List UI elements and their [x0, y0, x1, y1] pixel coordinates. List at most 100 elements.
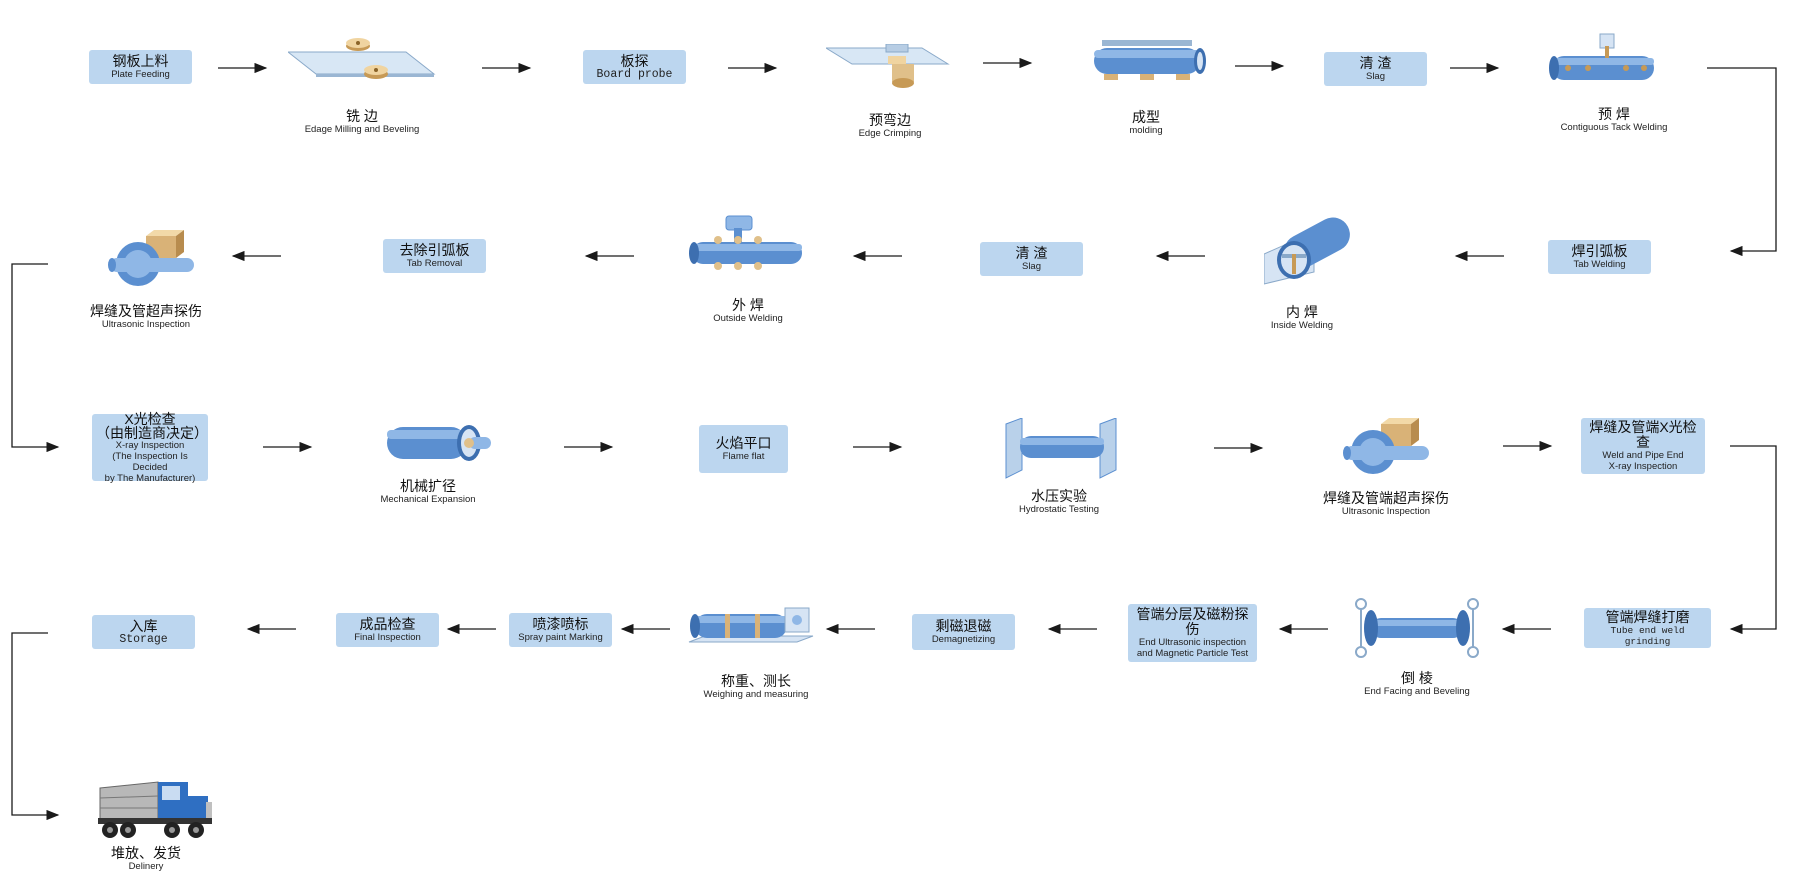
- step-ultrasonic-2: 焊缝及管端超声探伤 Ultrasonic Inspection: [1286, 490, 1486, 517]
- step-final-inspection: 成品检查 Final Inspection: [336, 613, 439, 647]
- step-zh: 称重、测长: [721, 673, 791, 689]
- step-zh: 入库: [129, 618, 158, 634]
- step-slag-1: 清 渣 Slag: [1324, 52, 1427, 86]
- step-demagnetizing: 剩磁退磁 Demagnetizing: [912, 614, 1015, 650]
- step-en: Mechanical Expansion: [380, 494, 476, 505]
- step-xray-1: X光检查 （由制造商决定） X-ray Inspection (The Insp…: [92, 410, 208, 484]
- step-storage: 入库 Storage: [92, 615, 195, 649]
- step-en: X-ray Inspection: [115, 439, 185, 451]
- step-en: by The Manufacturer): [104, 472, 196, 484]
- mech-expansion-illustration: [387, 425, 491, 461]
- ultrasonic-1-illustration: [108, 230, 194, 286]
- step-end-ultrasonic: 管端分层及磁粉探伤 End Ultrasonic inspection and …: [1128, 604, 1257, 662]
- step-delivery: 堆放、发货 Delinery: [46, 845, 246, 872]
- step-hydrostatic: 水压实验 Hydrostatic Testing: [959, 488, 1159, 515]
- step-tab-removal: 去除引弧板 Tab Removal: [383, 239, 486, 273]
- step-tack-welding: 预 焊 Contiguous Tack Welding: [1514, 106, 1714, 133]
- step-zh: 剩磁退磁: [935, 618, 992, 634]
- step-slag-2: 清 渣 Slag: [980, 242, 1083, 276]
- step-zh: 内 焊: [1286, 304, 1318, 320]
- step-en: End Ultrasonic inspection: [1138, 637, 1247, 648]
- outside-welding-illustration: [689, 215, 802, 270]
- step-zh: X光检查: [124, 410, 176, 427]
- step-zh: 焊缝及管超声探伤: [90, 303, 202, 319]
- step-zh: 倒 棱: [1401, 670, 1433, 686]
- step-en: Flame flat: [722, 451, 765, 462]
- step-edge-milling: 铣 边 Edage Milling and Beveling: [262, 108, 462, 135]
- step-en: Board probe: [596, 68, 673, 81]
- step-zh: 铣 边: [346, 108, 378, 124]
- step-zh: 堆放、发货: [111, 845, 181, 861]
- step-zh: 焊引弧板: [1571, 243, 1628, 259]
- hydrostatic-illustration: [1005, 418, 1117, 479]
- step-zh: 喷漆喷标: [532, 616, 589, 632]
- step-en: Ultrasonic Inspection: [1341, 506, 1431, 517]
- inside-welding-illustration: [1264, 217, 1350, 285]
- step-en: Weld and Pipe End: [1602, 450, 1684, 461]
- step-en: Delinery: [128, 861, 164, 872]
- step-flame-flat: 火焰平口 Flame flat: [699, 425, 788, 473]
- step-zh: 成型: [1132, 109, 1160, 125]
- step-zh: 管端分层及磁粉探伤: [1136, 606, 1249, 637]
- step-end-facing: 倒 棱 End Facing and Beveling: [1317, 670, 1517, 697]
- row-connector-2: [11, 263, 60, 453]
- weighing-illustration: [688, 607, 814, 643]
- step-xray-2: 焊缝及管端X光检查 Weld and Pipe End X-ray Inspec…: [1581, 418, 1705, 474]
- row-connector-3: [1729, 445, 1777, 635]
- step-en: and Magnetic Particle Test: [1136, 648, 1249, 659]
- row-connector-4: [11, 632, 60, 821]
- step-en: molding: [1129, 125, 1163, 136]
- row-connector-1: [1707, 67, 1777, 257]
- step-en: Inside Welding: [1270, 320, 1334, 331]
- step-zh: 板探: [620, 53, 649, 69]
- step-en: X-ray Inspection: [1608, 461, 1678, 472]
- step-plate-feeding: 钢板上料 Plate Feeding: [89, 50, 192, 84]
- step-edge-crimping: 预弯边 Edge Crimping: [790, 112, 990, 139]
- step-en: Final Inspection: [354, 632, 421, 643]
- step-en: Slag: [1365, 71, 1385, 82]
- step-en: Ultrasonic Inspection: [101, 319, 191, 330]
- step-zh: 清 渣: [1359, 55, 1392, 71]
- step-inside-welding: 内 焊 Inside Welding: [1202, 304, 1402, 331]
- step-molding: 成型 molding: [1046, 109, 1246, 136]
- step-en: Outside Welding: [713, 313, 783, 324]
- step-en: (The Inspection Is Decided: [112, 450, 188, 473]
- step-outside-welding: 外 焊 Outside Welding: [648, 297, 848, 324]
- step-zh: （由制造商决定）: [96, 424, 208, 441]
- step-zh: 管端焊缝打磨: [1605, 608, 1690, 625]
- step-en: Tab Removal: [406, 258, 463, 269]
- step-mech-expansion: 机械扩径 Mechanical Expansion: [328, 478, 528, 505]
- step-zh: 火焰平口: [715, 435, 772, 451]
- step-en: Storage: [119, 633, 168, 646]
- molding-illustration: [1094, 40, 1206, 80]
- step-tab-welding: 焊引弧板 Tab Welding: [1548, 240, 1651, 274]
- step-zh: 成品检查: [359, 616, 416, 632]
- step-ultrasonic-1: 焊缝及管超声探伤 Ultrasonic Inspection: [46, 303, 246, 330]
- step-zh: 焊缝及管端超声探伤: [1323, 490, 1449, 506]
- tack-welding-illustration: [1549, 33, 1654, 80]
- step-en: Plate Feeding: [111, 69, 170, 80]
- step-spray-marking: 喷漆喷标 Spray paint Marking: [509, 613, 612, 647]
- step-zh: 预弯边: [869, 112, 911, 128]
- step-en: Hydrostatic Testing: [1018, 504, 1100, 515]
- edge-milling-illustration: [288, 38, 436, 79]
- step-en: Tube end weld grinding: [1610, 624, 1685, 647]
- ultrasonic-2-illustration: [1343, 418, 1429, 474]
- step-zh: 预 焊: [1598, 106, 1630, 122]
- step-en: Spray paint Marking: [518, 632, 603, 643]
- step-en: Weighing and measuring: [703, 689, 809, 700]
- step-zh: 清 渣: [1015, 245, 1048, 261]
- end-facing-illustration: [1355, 598, 1479, 658]
- step-en: End Facing and Beveling: [1364, 686, 1470, 697]
- step-en: Tab Welding: [1573, 259, 1626, 270]
- step-end-grinding: 管端焊缝打磨 Tube end weld grinding: [1584, 608, 1711, 648]
- edge-crimping-illustration: [826, 44, 950, 88]
- step-zh: 钢板上料: [112, 53, 169, 69]
- step-board-probe: 板探 Board probe: [583, 50, 686, 84]
- step-en: Edge Crimping: [858, 128, 922, 139]
- step-en: Demagnetizing: [931, 634, 996, 645]
- step-weighing: 称重、测长 Weighing and measuring: [656, 673, 856, 700]
- step-en: Contiguous Tack Welding: [1560, 122, 1668, 133]
- step-zh: 外 焊: [732, 297, 764, 313]
